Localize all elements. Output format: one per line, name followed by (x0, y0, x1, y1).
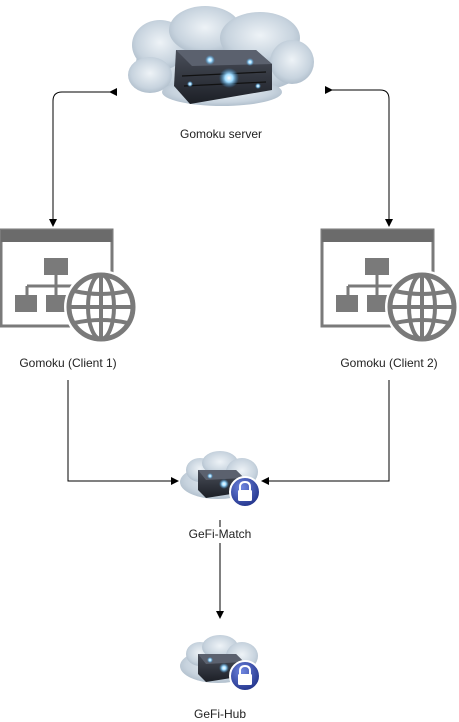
edge-client2-match (261, 380, 390, 485)
connectors (49, 86, 393, 619)
edge-server-client1 (49, 88, 117, 227)
secure-cloud-server-icon (180, 635, 261, 692)
node-client-2[interactable] (320, 228, 459, 344)
node-gomoku-server[interactable] (128, 6, 314, 106)
secure-cloud-server-icon (180, 451, 261, 508)
edge-server-client2 (325, 86, 393, 227)
node-client-1[interactable] (0, 228, 138, 344)
web-app-globe-icon (0, 228, 138, 344)
edge-client1-match (67, 380, 179, 485)
label-gefi-match: GeFi-Match (187, 527, 253, 541)
label-gefi-hub: GeFi-Hub (193, 707, 247, 721)
label-client-2: Gomoku (Client 2) (340, 356, 438, 370)
web-app-globe-icon (320, 228, 459, 344)
label-gomoku-server: Gomoku server (179, 127, 263, 141)
node-gefi-match[interactable] (180, 451, 261, 508)
cloud-server-icon (128, 6, 314, 106)
node-gefi-hub[interactable] (180, 635, 261, 692)
label-client-1: Gomoku (Client 1) (19, 356, 117, 370)
lock-icon (229, 476, 261, 508)
lock-icon (229, 660, 261, 692)
